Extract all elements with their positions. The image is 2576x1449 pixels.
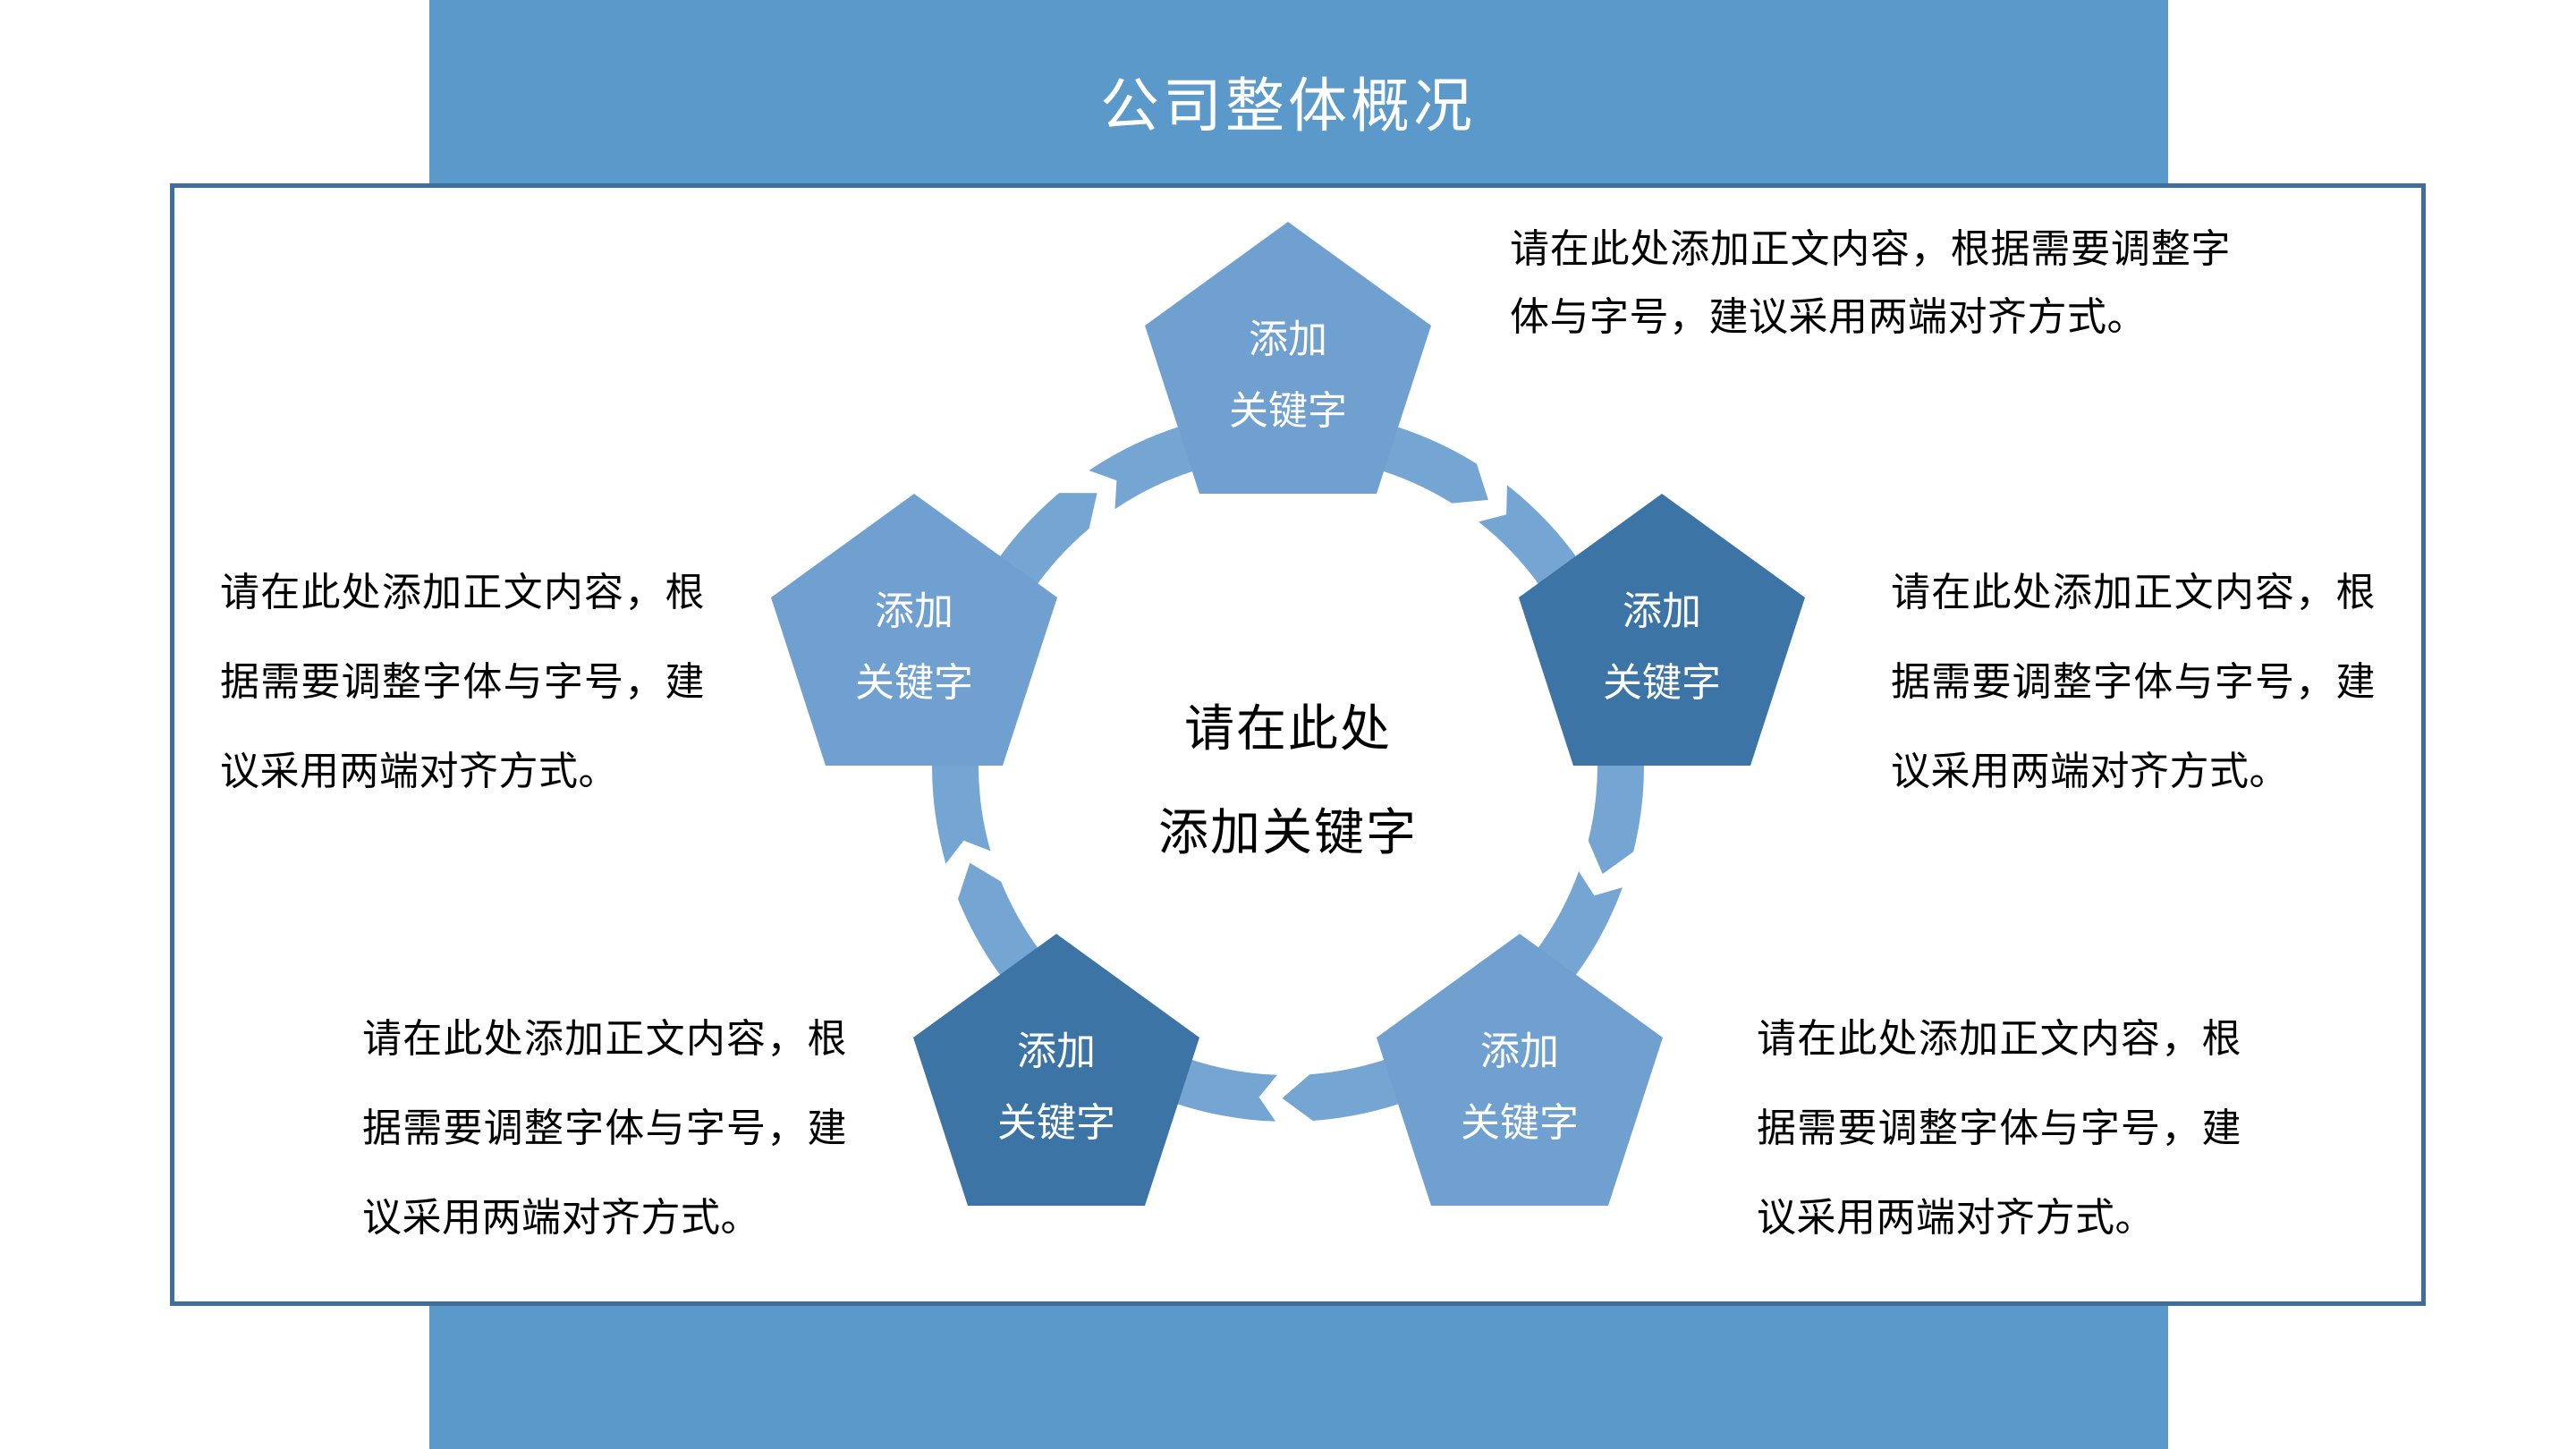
center-caption-line2: 添加关键字: [1158, 804, 1418, 860]
keyword-line: 关键字: [1603, 661, 1721, 705]
note-left: 请在此处添加正文内容，根据需要调整字体与字号，建议采用两端对齐方式。: [220, 571, 705, 793]
center-caption: 请在此处 添加关键字: [1020, 677, 1556, 885]
pentagon-label-top: 添加 关键字: [1145, 304, 1431, 447]
keyword-line: 添加: [1480, 1030, 1559, 1073]
arc-arrow-right-segment: [1479, 485, 1645, 875]
pentagon-bottom-right: [1377, 934, 1663, 1206]
page-title: 公司整体概况: [1100, 72, 1476, 139]
keyword-line: 关键字: [997, 1101, 1115, 1145]
note-bottom-left: 请在此处添加正文内容，根据需要调整字体与字号，建议采用两端对齐方式。: [362, 1017, 847, 1240]
pentagon-label-right: 添加 关键字: [1519, 576, 1805, 719]
note-right: 请在此处添加正文内容，根据需要调整字体与字号，建议采用两端对齐方式。: [1891, 571, 2376, 793]
center-caption-line1: 请在此处: [1184, 700, 1392, 757]
arc-arrow-left-segment: [931, 493, 1097, 864]
keyword-line: 添加: [1017, 1030, 1096, 1073]
keyword-line: 添加: [875, 589, 953, 633]
pentagon-label-bottom-left: 添加 关键字: [913, 1016, 1199, 1159]
keyword-line: 关键字: [1229, 389, 1347, 433]
pentagon-right: [1519, 494, 1805, 766]
pentagon-bottom-left: [913, 934, 1199, 1206]
note-bottom-right: 请在此处添加正文内容，根据需要调整字体与字号，建议采用两端对齐方式。: [1757, 1017, 2241, 1240]
pentagon-label-bottom-right: 添加 关键字: [1377, 1016, 1663, 1159]
keyword-line: 添加: [1249, 318, 1327, 361]
pentagon-top: [1145, 222, 1431, 494]
keyword-line: 关键字: [855, 661, 973, 705]
pentagon-left: [771, 494, 1057, 766]
keyword-line: 关键字: [1461, 1101, 1579, 1145]
keyword-line: 添加: [1623, 589, 1701, 633]
pentagon-label-left: 添加 关键字: [771, 576, 1057, 719]
note-top-right: 请在此处添加正文内容，根据需要调整字体与字号，建议采用两端对齐方式。: [1510, 227, 2231, 339]
